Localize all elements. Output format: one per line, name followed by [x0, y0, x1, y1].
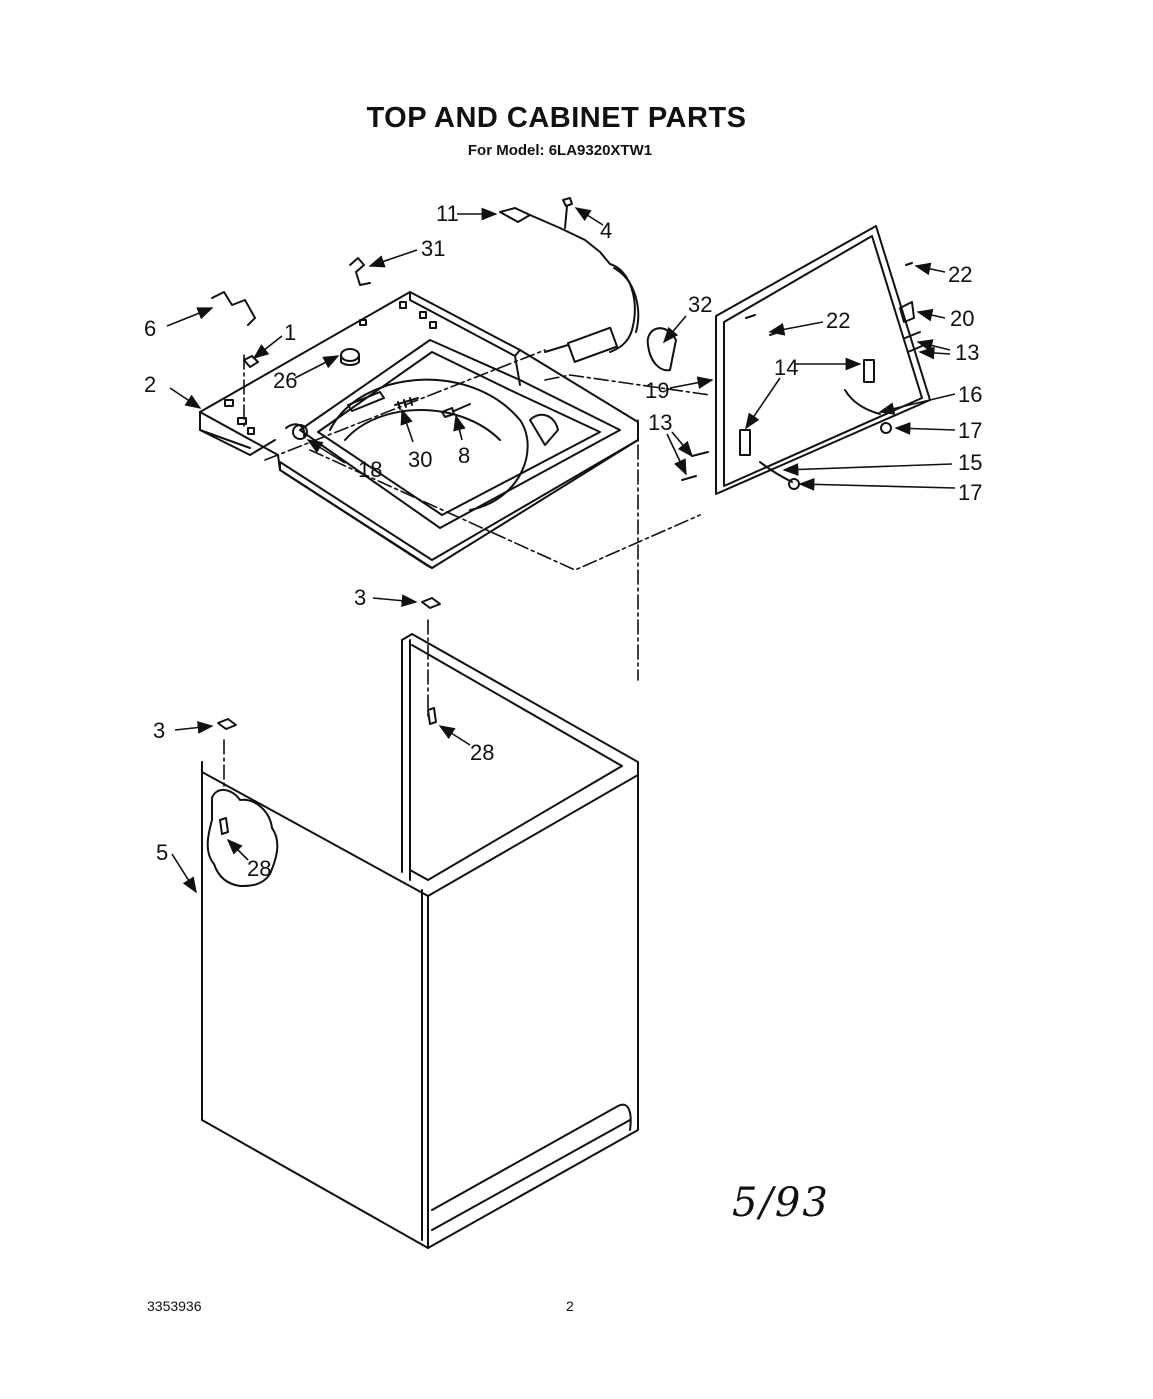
- callout-31: 31: [421, 236, 445, 261]
- callout-13-left: 13: [648, 410, 672, 435]
- callout-13-right: 13: [955, 340, 979, 365]
- lid-assembly: [681, 225, 931, 495]
- callout-8: 8: [458, 443, 470, 468]
- callout-14: 14: [774, 355, 798, 380]
- callout-32: 32: [688, 292, 712, 317]
- cabinet-assembly: [201, 633, 639, 1249]
- washer-top-assembly: [199, 291, 639, 569]
- callout-leaders: [166, 207, 956, 894]
- page-title: TOP AND CABINET PARTS: [366, 102, 747, 134]
- callout-28-patch: 28: [247, 856, 271, 881]
- callout-22-inner: 22: [826, 308, 850, 333]
- callout-28-top: 28: [470, 740, 494, 765]
- callout-3-left: 3: [153, 718, 165, 743]
- wire-harness: [499, 197, 640, 363]
- assembly-guide-lines: [223, 349, 711, 791]
- callout-1: 1: [284, 320, 296, 345]
- callout-19: 19: [645, 378, 669, 403]
- callout-5: 5: [156, 840, 168, 865]
- callout-17-top: 17: [958, 418, 982, 443]
- model-subtitle: For Model: 6LA9320XTW1: [467, 142, 653, 159]
- callout-labels: 11 4 31 6 1 2 26 18 30 8 32 19 22 22 20 …: [144, 201, 982, 881]
- callout-2: 2: [144, 372, 156, 397]
- callout-11: 11: [436, 201, 459, 226]
- callout-20: 20: [950, 306, 974, 331]
- callout-17-bottom: 17: [958, 480, 982, 505]
- callout-30: 30: [408, 447, 432, 472]
- small-parts: [211, 257, 677, 730]
- handwritten-date: 5/93: [732, 1180, 830, 1226]
- callout-4: 4: [600, 218, 612, 243]
- callout-6: 6: [144, 316, 156, 341]
- document-number: 3353936: [147, 1298, 202, 1314]
- callout-15: 15: [958, 450, 982, 475]
- callout-22-top: 22: [948, 262, 972, 287]
- callout-16: 16: [958, 382, 982, 407]
- callout-18: 18: [358, 457, 382, 482]
- callout-3-top: 3: [354, 585, 366, 610]
- callout-26: 26: [273, 368, 297, 393]
- page-number: 2: [566, 1298, 574, 1314]
